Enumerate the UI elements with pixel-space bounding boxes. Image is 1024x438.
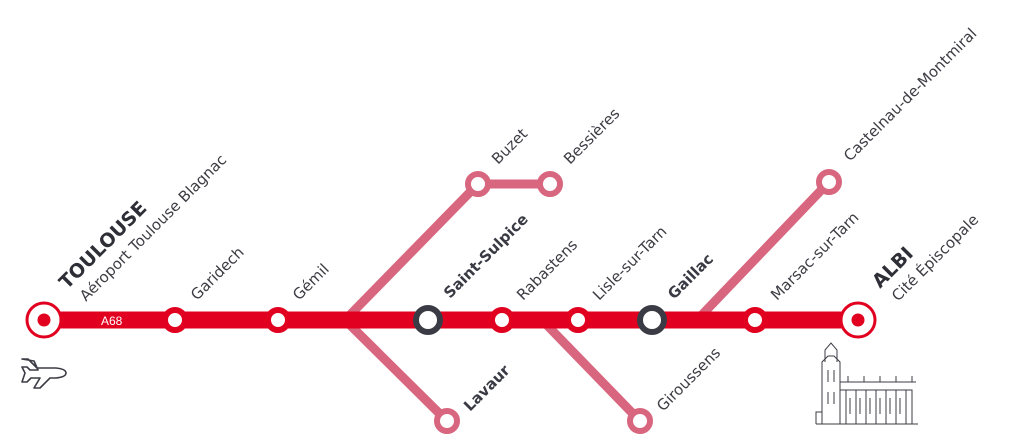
cathedral-icon xyxy=(815,342,918,425)
station-gemil-label: Gémil xyxy=(289,260,333,304)
station-lisle-label: Lisle-sur-Tarn xyxy=(589,223,670,304)
airplane-icon xyxy=(21,358,67,389)
station-toulouse-marker[interactable] xyxy=(25,301,63,339)
station-gaillac-label: Gaillac xyxy=(664,250,717,303)
station-lavaur-label: Lavaur xyxy=(460,361,514,415)
station-castelnau-label: Castelnau-de-Montmiral xyxy=(840,25,980,165)
station-marsac-label: Marsac-sur-Tarn xyxy=(767,208,862,303)
station-giroussens-marker[interactable] xyxy=(627,408,653,434)
station-buzet-label: Buzet xyxy=(488,125,531,168)
road-label: A68 xyxy=(101,314,123,328)
station-gemil-marker[interactable] xyxy=(265,307,291,333)
station-castelnau-marker[interactable] xyxy=(816,169,842,195)
branch-lavaur xyxy=(340,315,452,426)
station-buzet-marker[interactable] xyxy=(465,171,491,197)
station-rabastens-label: Rabastens xyxy=(513,236,581,304)
station-garidech-marker[interactable] xyxy=(162,307,188,333)
station-bessieres-marker[interactable] xyxy=(537,171,563,197)
branch-giroussens xyxy=(537,315,645,426)
station-lavaur-marker[interactable] xyxy=(434,408,460,434)
station-rabastens-marker[interactable] xyxy=(489,307,515,333)
station-bessieres-label: Bessières xyxy=(560,104,623,167)
station-saint-sulpice-marker[interactable] xyxy=(413,305,443,335)
station-garidech-label: Garidech xyxy=(187,243,248,304)
station-giroussens-label: Giroussens xyxy=(653,344,724,415)
station-albi-marker[interactable] xyxy=(839,301,877,339)
station-lisle-marker[interactable] xyxy=(565,307,591,333)
branch-buzet-bessieres xyxy=(340,179,555,325)
branch-castelnau xyxy=(692,177,834,325)
branch-lines xyxy=(340,177,834,426)
station-marsac-marker[interactable] xyxy=(742,307,768,333)
station-gaillac-marker[interactable] xyxy=(637,305,667,335)
